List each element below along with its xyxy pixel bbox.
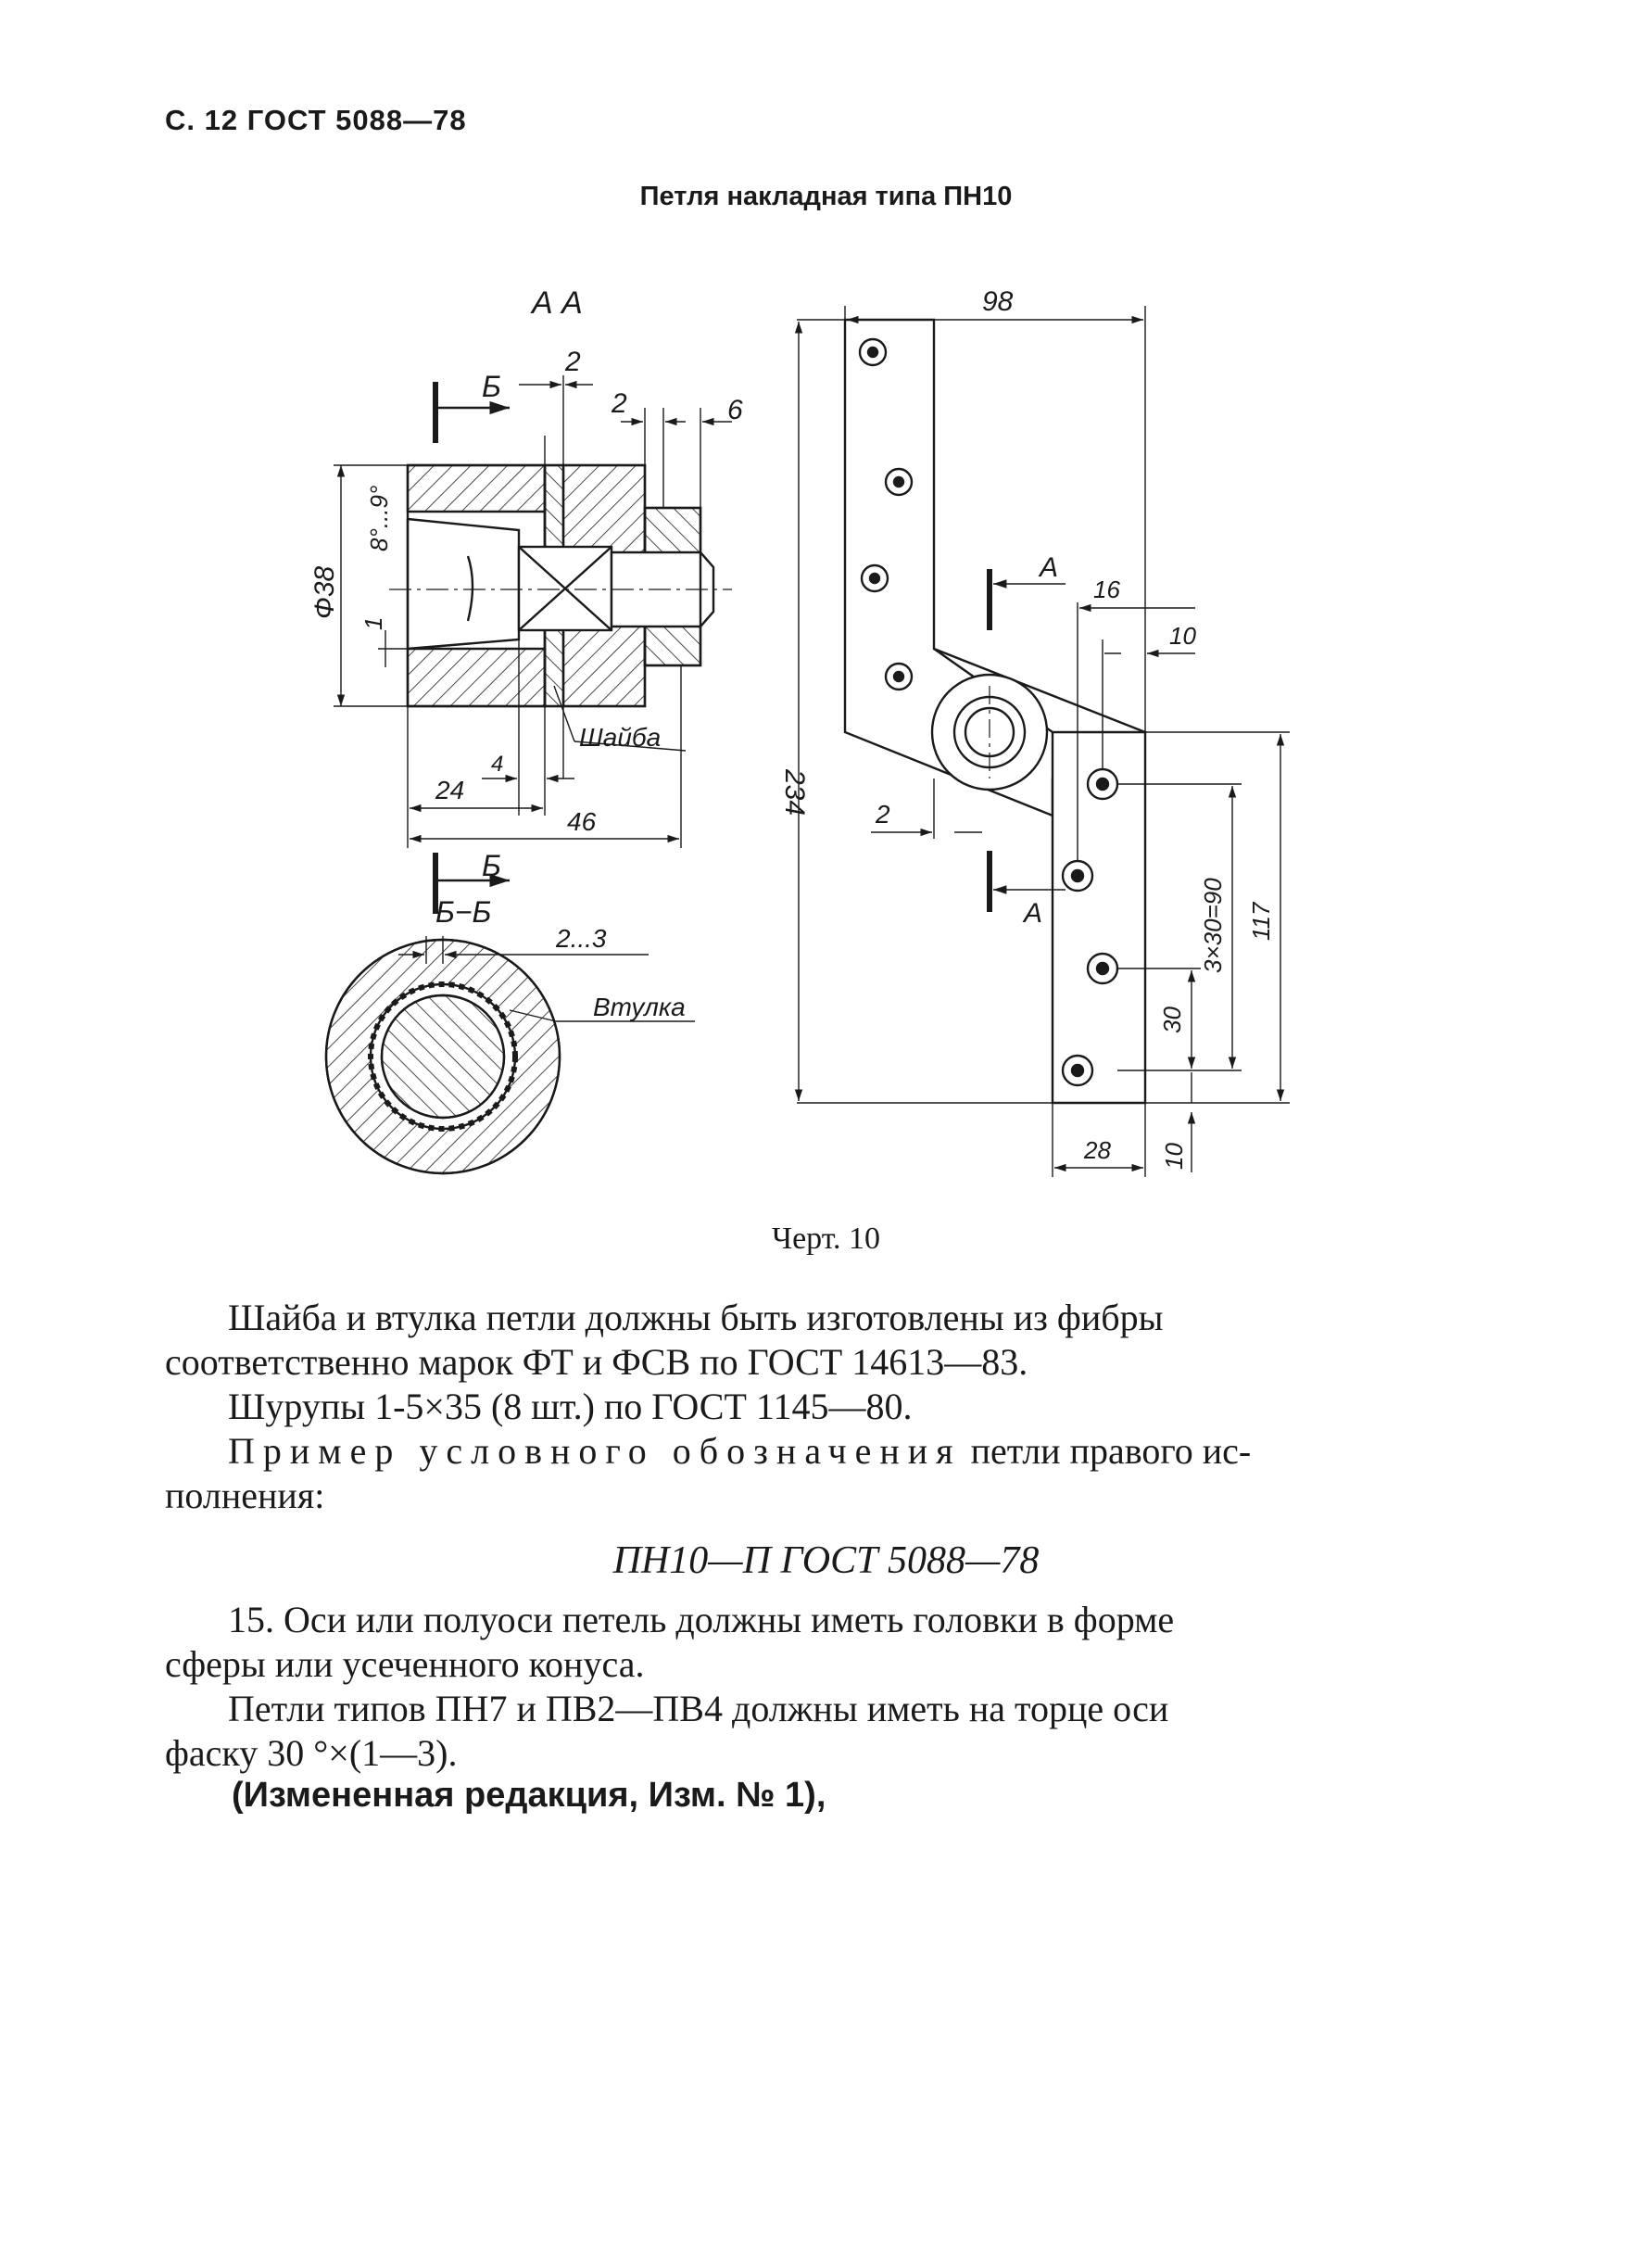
paragraph-5-line-2: фаску 30 °×(1—3). — [165, 1732, 458, 1774]
dim-10-bottom: 10 — [1160, 1143, 1188, 1170]
section-bb-view — [324, 936, 695, 1175]
spaced-phrase: Пример условного обозначения — [228, 1430, 962, 1472]
paragraph-5-line-1: Петли типов ПН7 и ПВ2—ПВ4 должны иметь н… — [228, 1688, 1169, 1729]
screw-holes-upper — [858, 337, 914, 691]
dim-4: 4 — [491, 752, 503, 777]
label-angle: 8°...9° — [365, 486, 393, 551]
dim-234: 234 — [779, 768, 810, 816]
paragraph-1-line-1: Шайба и втулка петли должны быть изготов… — [228, 1297, 1164, 1338]
designation-example: ПН10—П ГОСТ 5088—78 — [612, 1539, 1040, 1582]
page-header: С. 12 ГОСТ 5088—78 — [165, 104, 467, 136]
dim-2to3: 2...3 — [555, 924, 607, 953]
drawing-title: Петля накладная типа ПН10 — [639, 182, 1013, 211]
label-a-upper: А — [1038, 552, 1058, 583]
dim-6: 6 — [727, 395, 743, 425]
dim-30: 30 — [1158, 1006, 1186, 1033]
dim-2a: 2 — [564, 347, 581, 377]
dim-46: 46 — [567, 807, 597, 836]
dim-1: 1 — [359, 617, 387, 630]
paragraph-2: Шурупы 1-5×35 (8 шт.) по ГОСТ 1145—80. — [228, 1386, 913, 1427]
paragraph-1-line-2: соответственно марок ФТ и ФСВ по ГОСТ 14… — [165, 1341, 1028, 1383]
dim-10-top: 10 — [1169, 622, 1196, 650]
technical-drawing: А А Б 2 2 6 Ф38 8°...9° 1 Шайба 24 4 46 … — [309, 285, 1290, 1177]
dim-98: 98 — [982, 286, 1014, 317]
dim-117: 117 — [1247, 901, 1275, 941]
figure-caption: Черт. 10 — [771, 1222, 881, 1256]
label-a-lower: А — [1022, 898, 1042, 929]
label-section-bb: Б−Б — [435, 895, 491, 929]
hinge-plan-view — [794, 306, 1290, 1177]
dim-2b: 2 — [611, 388, 627, 419]
dim-phi38: Ф38 — [309, 565, 340, 619]
paragraph-4-line-1: 15. Оси или полуоси петель должны иметь … — [228, 1599, 1175, 1640]
section-aa-view — [334, 375, 732, 914]
label-b-top: Б — [482, 370, 501, 403]
label-section-aa: А А — [530, 285, 583, 321]
paragraph-3-line-1: Пример условного обозначения петли право… — [165, 1429, 1462, 1474]
paragraph-3-rest: петли правого ис- — [961, 1430, 1252, 1472]
amendment-note: (Измененная редакция, Изм. № 1), — [232, 1776, 826, 1815]
dim-28: 28 — [1083, 1136, 1111, 1164]
dim-3x30: 3×30=90 — [1199, 878, 1227, 973]
label-b-bottom: Б — [482, 849, 501, 882]
dim-16: 16 — [1093, 576, 1120, 603]
label-bushing: Втулка — [593, 993, 686, 1021]
label-washer: Шайба — [579, 723, 661, 752]
dim-2-side: 2 — [875, 800, 890, 829]
dim-24: 24 — [435, 776, 464, 804]
paragraph-4-line-2: сферы или усеченного конуса. — [165, 1643, 645, 1685]
paragraph-3-line-2: полнения: — [165, 1475, 325, 1516]
